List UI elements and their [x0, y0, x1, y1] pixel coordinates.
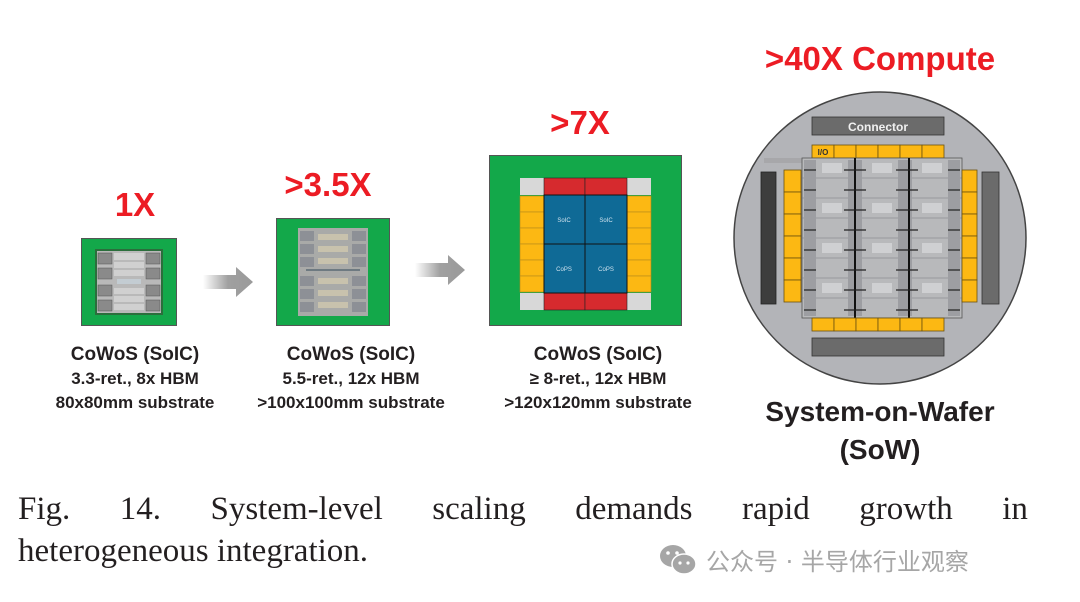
right-connector-bar: [981, 171, 1000, 305]
caption-stage-3: CoWoS (SoIC) ≥ 8-ret., 12x HBM >120x120m…: [478, 342, 718, 415]
hbm-stacks: [519, 195, 652, 293]
stage-title: CoWoS (SoIC): [533, 344, 663, 365]
caption-line-1: Fig. 14. System-level scaling demands ra…: [18, 488, 1028, 530]
hbm-stack-left: [97, 252, 113, 312]
caption-line-2: heterogeneous integration.: [18, 533, 369, 569]
scale-label-7x: >7X: [550, 104, 610, 141]
die-label: CoPS: [598, 267, 614, 273]
figure-caption: Fig. 14. System-level scaling demands ra…: [18, 488, 1028, 572]
die-label: CoPS: [556, 267, 572, 273]
caption-word: growth: [859, 491, 953, 527]
io-label: I/O: [818, 148, 829, 157]
sow-title-line1: System-on-Wafer: [765, 396, 995, 427]
cowos-package-3-5x: [276, 218, 390, 326]
stage-substrate: >120x120mm substrate: [504, 393, 692, 412]
caption-word: 14.: [119, 491, 161, 527]
stage-spec: 3.3-ret., 8x HBM: [71, 369, 199, 388]
die-label: SoIC: [557, 218, 571, 224]
caption-word: in: [1002, 491, 1028, 527]
connector-bar: [811, 116, 945, 136]
stage-substrate: 80x80mm substrate: [55, 393, 215, 412]
stage-spec: ≥ 8-ret., 12x HBM: [529, 369, 667, 388]
stage-title: CoWoS (SoIC): [286, 344, 416, 365]
caption-word: System-level: [210, 491, 383, 527]
connector-label: Connector: [848, 120, 908, 134]
system-on-wafer-diagram: Connector I/O: [733, 91, 1027, 385]
bottom-connector-bar: [811, 337, 945, 357]
left-connector-bar: [760, 171, 777, 305]
sow-title-line2: (SoW): [839, 434, 921, 465]
cowos-package-1x: [81, 238, 177, 326]
stage-spec: 5.5-ret., 12x HBM: [282, 369, 420, 388]
caption-stage-2: CoWoS (SoIC) 5.5-ret., 12x HBM >100x100m…: [232, 342, 470, 415]
cowos-package-7x: SoIC SoIC CoPS CoPS: [489, 155, 682, 326]
arrow-right-icon: [415, 255, 465, 285]
scale-label-40x-compute: >40X Compute: [764, 40, 996, 77]
stage-substrate: >100x100mm substrate: [257, 393, 445, 412]
caption-word: rapid: [741, 491, 810, 527]
scale-label-1x: 1X: [114, 186, 156, 223]
watermark: 公众号 · 半导体行业观察: [658, 542, 969, 577]
die-label: SoIC: [599, 218, 613, 224]
caption-stage-1: CoWoS (SoIC) 3.3-ret., 8x HBM 80x80mm su…: [30, 342, 240, 415]
wechat-icon: [660, 544, 697, 575]
stage-title: CoWoS (SoIC): [70, 344, 200, 365]
arrow-right-icon: [203, 267, 253, 297]
caption-word: demands: [575, 491, 693, 527]
caption-word: Fig.: [18, 491, 71, 527]
scale-label-3-5x: >3.5X: [284, 166, 372, 203]
hbm-stack-right: [145, 252, 161, 312]
caption-word: scaling: [432, 491, 526, 527]
watermark-text: 公众号 · 半导体行业观察: [706, 548, 969, 576]
